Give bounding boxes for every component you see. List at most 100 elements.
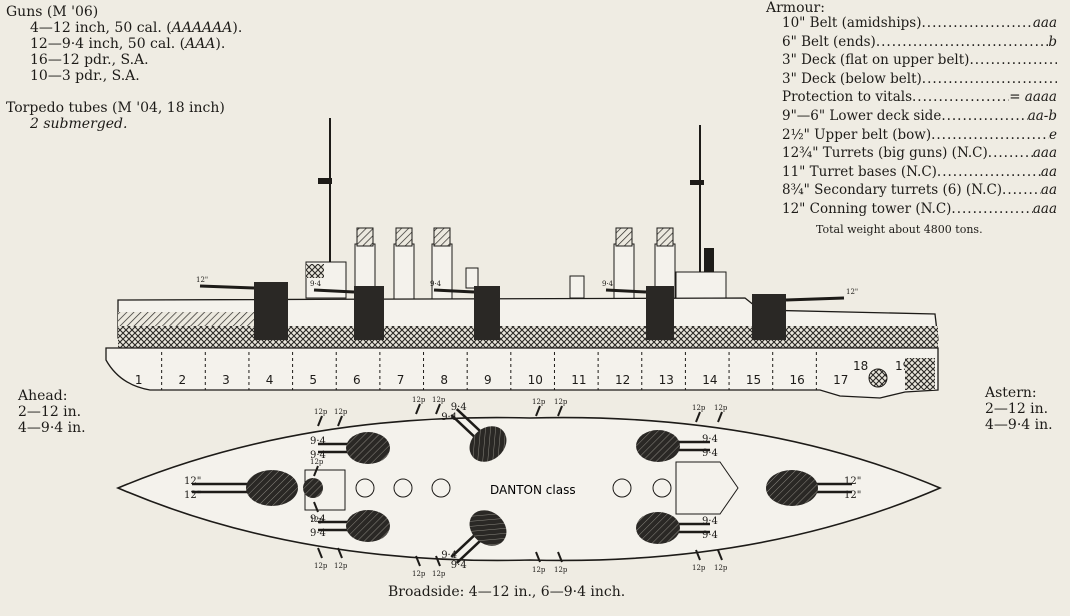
small-gun-label: 12p [692, 564, 706, 572]
armour-grade: aa-b [1027, 108, 1057, 124]
compartment-number: 14 [702, 373, 717, 387]
small-gun [717, 411, 723, 423]
compartment-number: 10 [528, 373, 543, 387]
armour-grade: b [1048, 33, 1057, 50]
gun-barrel [313, 288, 355, 294]
turret-side [354, 286, 384, 340]
armour-leader: ........................................… [987, 146, 1033, 162]
armour-grade: = aaaa [1009, 89, 1057, 106]
turret-label: 9·4 [430, 280, 442, 288]
gun-caliber-label: 9·4 [451, 402, 467, 413]
aft-cowl [704, 248, 714, 272]
turret-plan [346, 432, 390, 464]
mid-port-turret: 9·49·4 [441, 402, 507, 462]
propeller [868, 368, 888, 388]
armour-grade: aa [1040, 163, 1057, 180]
armour-row: 2½" Upper belt (bow) ...................… [782, 127, 1057, 144]
fore-port-turret: 9·49·4 [310, 432, 390, 464]
gun-grade: AAA [185, 36, 216, 52]
armour-heading: Armour: [766, 0, 825, 16]
gun-barrel [785, 296, 845, 302]
small-gun [317, 547, 323, 559]
astern-line-2: 4—9·4 in. [985, 417, 1053, 433]
small-gun-label: 12p [714, 564, 728, 572]
gun-caliber-label: 9·4 [310, 436, 326, 447]
mid-stbd-turret: 9·49·4 [441, 510, 507, 571]
ahead-fire: Ahead: 2—12 in. 4—9·4 in. [18, 388, 86, 436]
armour-label: 11" Turret bases (N.C) [782, 163, 937, 180]
gun-line: 10—3 pdr., S.A. [30, 68, 140, 84]
armour-label: 12¾" Turrets (big guns) (N.C) [782, 145, 988, 162]
small-gun-label: 12p [412, 570, 426, 578]
main-belt [118, 326, 938, 350]
armour-label: 3" Deck (flat on upper belt) [782, 52, 970, 69]
turret-plan [469, 510, 507, 546]
deck-outline [115, 416, 943, 562]
gun-grade: AAAAAA [171, 20, 233, 36]
armour-row: 8¾" Secondary turrets (6) (N.C) ........… [782, 183, 1057, 199]
ahead-line-2: 4—9·4 in. [18, 420, 86, 436]
armour-row: 12¾" Turrets (big guns) (N.C) ..........… [782, 146, 1057, 162]
small-gun-label: 12p [692, 404, 706, 412]
gun-caliber-label: 9·4 [451, 560, 467, 571]
ahead-heading: Ahead: [18, 388, 68, 404]
gun-caliber-label: 9·4 [702, 448, 718, 459]
gun-line: 12—9·4 inch, 50 cal. (AAA). [30, 36, 225, 52]
small-gun-label: 12p [554, 566, 568, 574]
small-gun-label: 12p [412, 396, 426, 404]
armour-leader: ........................................… [951, 202, 1032, 217]
aft-main-turret: 12"12" [766, 470, 861, 506]
turret-plan [766, 470, 818, 506]
gun-line: 16—12 pdr., S.A. [30, 52, 149, 68]
astern-heading: Astern: [985, 385, 1037, 401]
armour-leader: ........................................… [931, 127, 1049, 143]
fore-top [318, 178, 332, 184]
armour-label: 3" Deck (below belt) [782, 70, 922, 87]
turret-plan [469, 426, 507, 462]
gun-barrel [605, 288, 647, 294]
aft-port-turret: 9·49·4 [636, 430, 718, 462]
armour-row: 9"—6" Lower deck side ..................… [782, 108, 1057, 125]
compartment-number: 12 [615, 373, 630, 387]
turret-label: 12" [846, 288, 858, 296]
torpedo-detail: 2 submerged. [30, 116, 128, 132]
small-gun [695, 411, 701, 423]
astern-line-1: 2—12 in. [985, 401, 1049, 417]
fore-stbd-turret: 9·49·4 [310, 510, 390, 542]
gun-barrel [433, 288, 475, 294]
armour-leader: ........................................… [969, 53, 1057, 69]
turret-plan [246, 470, 298, 506]
gun-caliber-label: 9·4 [310, 528, 326, 539]
plan-turrets: 12"12"12"12"9·49·49·49·49·49·49·49·49·49… [184, 396, 861, 578]
compartment-number: 11 [571, 373, 586, 387]
small-gun [435, 555, 441, 567]
turret-plan [346, 510, 390, 542]
small-gun [535, 405, 541, 417]
small-gun-label: 12p [714, 404, 728, 412]
armour-grade: aaa [1032, 201, 1057, 217]
armour-row: 3" Deck (flat on upper belt) ...........… [782, 53, 1057, 69]
small-gun [317, 415, 323, 427]
armour-label: 9"—6" Lower deck side [782, 108, 942, 124]
gun-barrel [199, 284, 255, 290]
small-gun-label: 12p [310, 458, 324, 466]
lower-hull [105, 347, 939, 399]
armour-label: 6" Belt (ends) [782, 33, 876, 50]
ahead-line-1: 2—12 in. [18, 404, 82, 420]
gun-caliber-label: 9·4 [310, 450, 326, 461]
small-gun [695, 549, 701, 561]
gun-line-text: 10—3 pdr., S.A. [30, 68, 140, 84]
turret-label: 9·4 [602, 280, 614, 288]
small-gun [415, 403, 421, 415]
gun-caliber-label: 12" [844, 476, 861, 487]
armour-total: Total weight about 4800 tons. [816, 223, 983, 236]
armour-leader: ........................................… [936, 164, 1041, 180]
armour-row: Protection to vitals ...................… [782, 90, 1057, 106]
armour-grade: aa [1040, 182, 1057, 199]
armour-row: 11" Turret bases (N.C) .................… [782, 163, 1057, 181]
compartment-number: 7 [397, 373, 405, 387]
compartment-number: 8 [440, 373, 448, 387]
rudder [905, 358, 935, 390]
small-gun [337, 547, 343, 559]
